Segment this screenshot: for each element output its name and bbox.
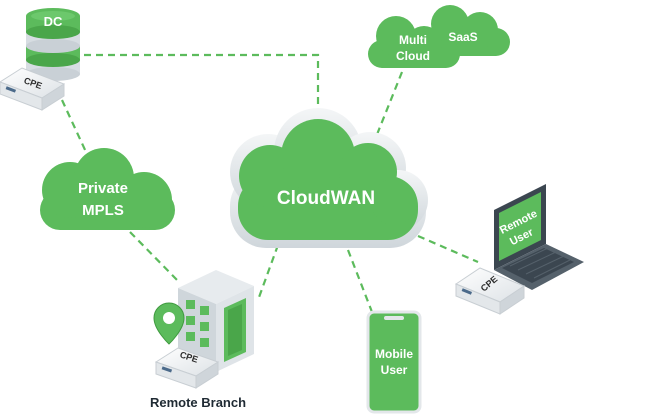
cloud-icon — [418, 5, 510, 56]
remote-branch-label: Remote Branch — [150, 395, 246, 410]
link-dc-mpls — [61, 99, 87, 153]
link-cloudwan-mobile — [346, 249, 374, 313]
multicloud-label-line1: Multi — [399, 33, 427, 47]
cpe-router-icon — [454, 267, 526, 315]
smartphone-icon — [366, 310, 422, 414]
mobile-user-label-line1: Mobile — [375, 347, 413, 361]
database-icon — [26, 8, 80, 81]
remote-branch-node: CPE Remote Branch — [150, 238, 254, 410]
dc-label: DC — [44, 14, 63, 29]
link-cloudwan-branch — [256, 244, 280, 301]
saas-label: SaaS — [448, 30, 477, 44]
cloudwan-label: CloudWAN — [277, 188, 375, 209]
mpls-label-line2: MPLS — [82, 202, 124, 219]
cloudwan-cloud: CloudWAN — [230, 108, 428, 248]
multicloud-cloud: Multi Cloud — [368, 16, 460, 68]
cloud-icon — [368, 16, 460, 68]
link-multicloud-cloudwan — [372, 71, 404, 143]
multicloud-label-line2: Cloud — [396, 49, 430, 63]
dc-node: DC CPE — [0, 8, 80, 111]
link-mpls-branch — [129, 231, 181, 284]
connector-lines — [60, 53, 479, 313]
mobile-user-node: Mobile User — [366, 310, 422, 414]
mobile-user-label-line2: User — [381, 363, 408, 377]
cloud-icon — [40, 148, 175, 230]
laptop-icon — [494, 184, 584, 290]
link-cloudwan-remoteuser — [417, 234, 479, 264]
cpe-router-icon — [0, 67, 66, 111]
mpls-cloud: Private MPLS — [40, 148, 175, 230]
location-pin-icon — [153, 302, 185, 345]
link-dc-multicloud — [60, 53, 320, 122]
mpls-label-line1: Private — [78, 180, 128, 197]
cpe-router-icon — [154, 347, 220, 389]
remote-user-node: Remote User CPE — [454, 184, 584, 315]
saas-cloud: SaaS — [418, 5, 510, 56]
cloud-icon — [230, 108, 428, 248]
